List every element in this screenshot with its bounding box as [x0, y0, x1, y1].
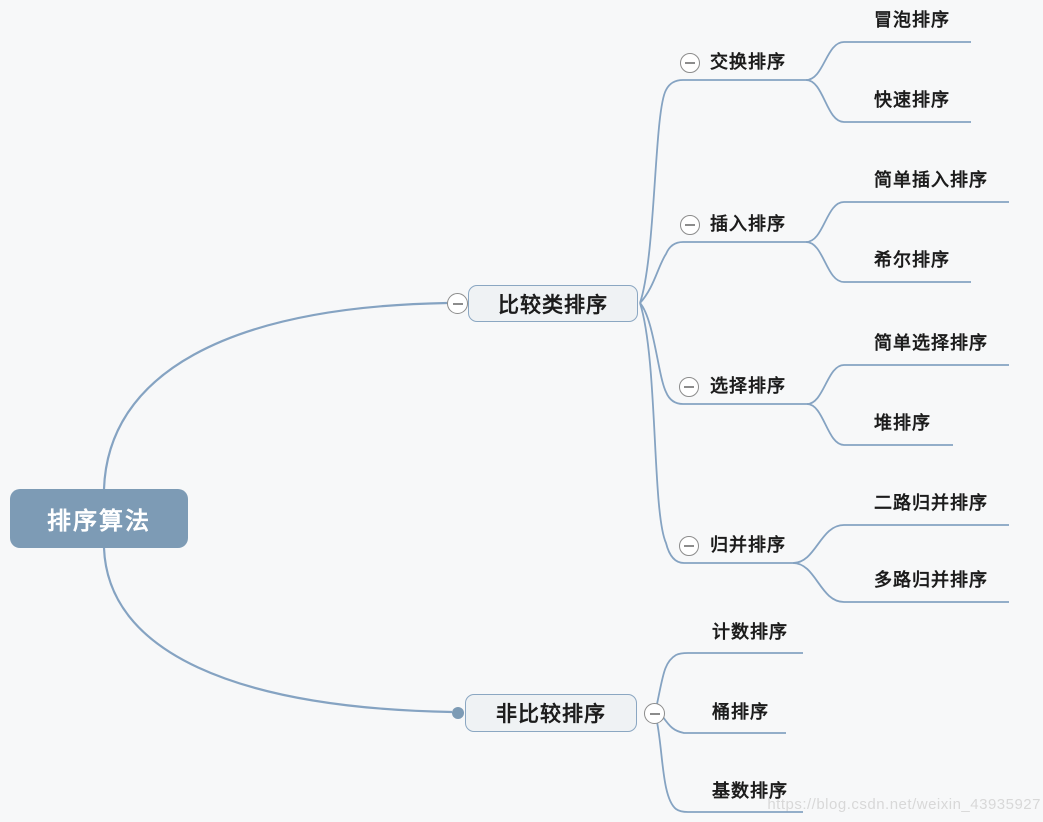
node-comparison-sort[interactable]: 比较类排序 [468, 285, 638, 322]
node-merge-sort[interactable]: 归并排序 [710, 535, 786, 555]
node-simple-insertion-sort[interactable]: 简单插入排序 [874, 170, 988, 190]
minus-bar [684, 386, 694, 388]
root-node-sorting-algorithms[interactable]: 排序算法 [10, 489, 188, 548]
root-node-label: 排序算法 [47, 508, 151, 535]
minus-bar [685, 224, 695, 226]
collapse-minus-icon-merge-sort[interactable] [679, 536, 699, 556]
node-two-way-merge-sort[interactable]: 二路归并排序 [874, 493, 988, 513]
minus-bar [685, 62, 695, 64]
noncomparison-branch-lines [656, 652, 803, 813]
node-insertion-sort[interactable]: 插入排序 [710, 214, 786, 234]
node-multi-way-merge-sort[interactable]: 多路归并排序 [874, 570, 988, 590]
collapse-minus-icon-selection-sort[interactable] [679, 377, 699, 397]
node-simple-selection-sort[interactable]: 简单选择排序 [874, 333, 988, 353]
node-quick-sort[interactable]: 快速排序 [874, 90, 950, 110]
collapse-minus-icon-comparison[interactable] [447, 293, 468, 314]
node-radix-sort[interactable]: 基数排序 [712, 781, 788, 801]
node-comparison-sort-label: 比较类排序 [498, 293, 608, 317]
minus-bar [684, 545, 694, 547]
minus-bar [452, 302, 463, 305]
collapse-minus-icon-exchange-sort[interactable] [680, 53, 700, 73]
node-exchange-sort[interactable]: 交换排序 [710, 52, 786, 72]
node-selection-sort[interactable]: 选择排序 [710, 376, 786, 396]
root-branch-lines [102, 301, 453, 714]
node-bubble-sort[interactable]: 冒泡排序 [874, 10, 950, 30]
collapse-minus-icon-noncomparison[interactable] [644, 703, 665, 724]
node-noncomparison-sort-label: 非比较排序 [496, 703, 606, 726]
node-shell-sort[interactable]: 希尔排序 [874, 250, 950, 270]
node-bucket-sort[interactable]: 桶排序 [712, 702, 769, 722]
minus-bar [649, 712, 660, 715]
watermark: https://blog.csdn.net/weixin_43935927 [767, 796, 1041, 813]
node-counting-sort[interactable]: 计数排序 [712, 622, 788, 642]
collapse-minus-icon-insertion-sort[interactable] [680, 215, 700, 235]
node-noncomparison-sort[interactable]: 非比较排序 [465, 694, 637, 732]
comparison-branch-lines [639, 41, 1009, 603]
branch-terminal-dot-icon [452, 707, 464, 719]
node-heap-sort[interactable]: 堆排序 [874, 413, 931, 433]
